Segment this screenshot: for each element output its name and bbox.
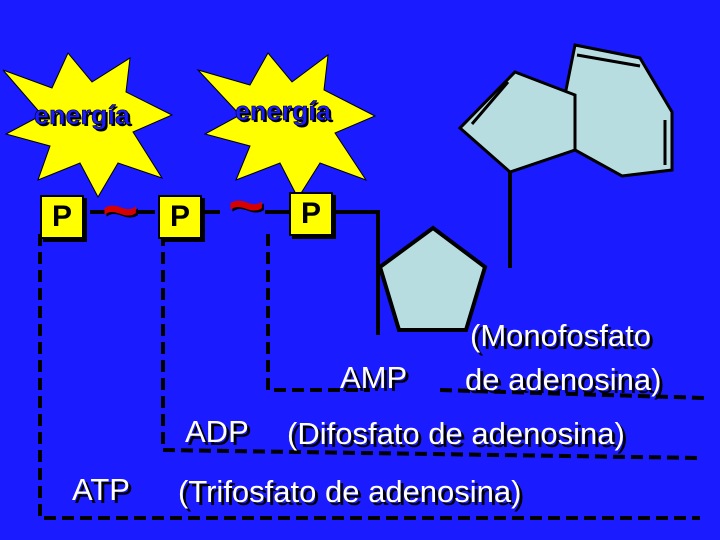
energy-burst-right — [196, 52, 377, 200]
atp-name: (Trifosfato de adenosina) — [178, 474, 522, 509]
adp-bracket — [161, 234, 701, 460]
energy-label-right: energía — [235, 96, 332, 127]
amp-bracket — [266, 234, 370, 392]
energy-burst-left — [2, 52, 174, 199]
energy-label-left: energía — [34, 100, 131, 131]
high-energy-bond-2: ~ — [228, 171, 265, 240]
atp-bracket — [38, 234, 700, 520]
phosphate-beta: P — [158, 195, 202, 239]
adp-name: (Difosfato de adenosina) — [287, 416, 625, 451]
amp-name-line2: de adenosina) — [465, 362, 662, 397]
phosphate-alpha: P — [289, 192, 333, 236]
adp-abbr: ADP — [185, 414, 249, 449]
atp-abbr: ATP — [72, 472, 130, 507]
amp-abbr: AMP — [340, 360, 408, 395]
base-ring-five — [457, 70, 577, 174]
high-energy-bond-1: ~ — [102, 176, 139, 245]
ribose-pentagon — [377, 225, 488, 332]
phosphate-gamma: P — [40, 195, 84, 239]
base-ring-six — [563, 43, 674, 178]
amp-name-line1: (Monofosfato — [470, 318, 651, 353]
